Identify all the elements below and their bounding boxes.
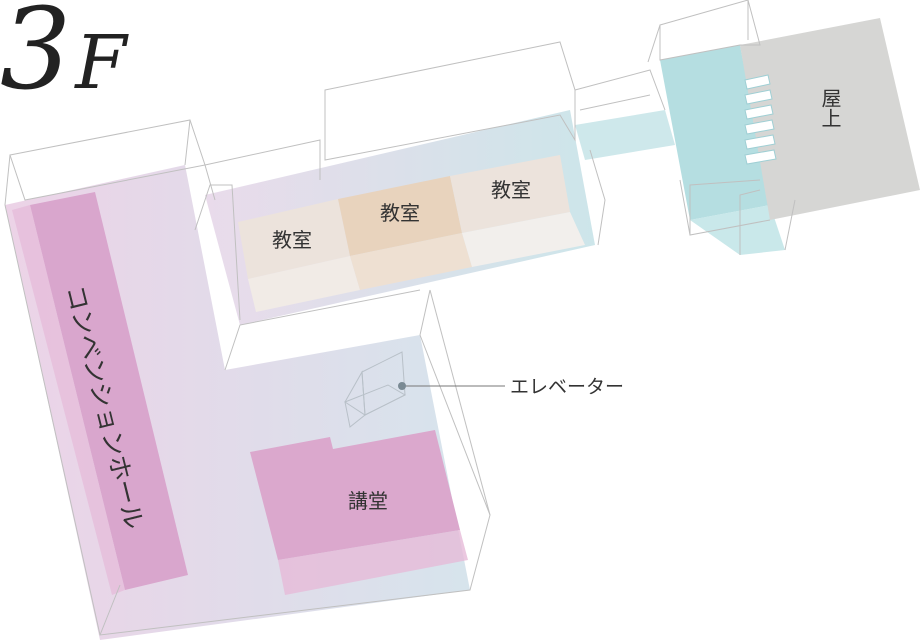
classroom-1-cell [238, 199, 350, 279]
elevator-shaft [343, 351, 407, 428]
convention-hall-shadow [12, 205, 125, 595]
classroom-3-label: 教室 [491, 178, 531, 202]
classroom-2-label: 教室 [380, 201, 420, 225]
floor-unit: F [75, 20, 127, 106]
convention-hall [30, 192, 188, 590]
auditorium-shadow [278, 530, 468, 595]
bridge-floor [575, 110, 675, 160]
stair-tower-lower [690, 205, 785, 255]
classroom-1-lower [248, 256, 360, 312]
elevator-label: エレベーター [510, 376, 624, 398]
auditorium-label: 講堂 [348, 489, 388, 513]
elevator-marker [398, 382, 406, 390]
classroom-2-lower [350, 233, 472, 290]
auditorium [250, 430, 460, 560]
floor-number: 3 [0, 0, 72, 115]
classroom-2-cell [338, 176, 462, 256]
stair-steps [744, 74, 777, 165]
stair-tower-floor [660, 45, 770, 220]
classroom-3-cell [450, 155, 570, 233]
floor-label: 3F [0, 0, 127, 106]
classroom-1-label: 教室 [272, 228, 312, 252]
rooftop-area [740, 18, 920, 220]
rooftop-label: 屋上 [818, 88, 842, 128]
classroom-3-lower [462, 212, 585, 267]
building-outlines [4, 0, 796, 636]
